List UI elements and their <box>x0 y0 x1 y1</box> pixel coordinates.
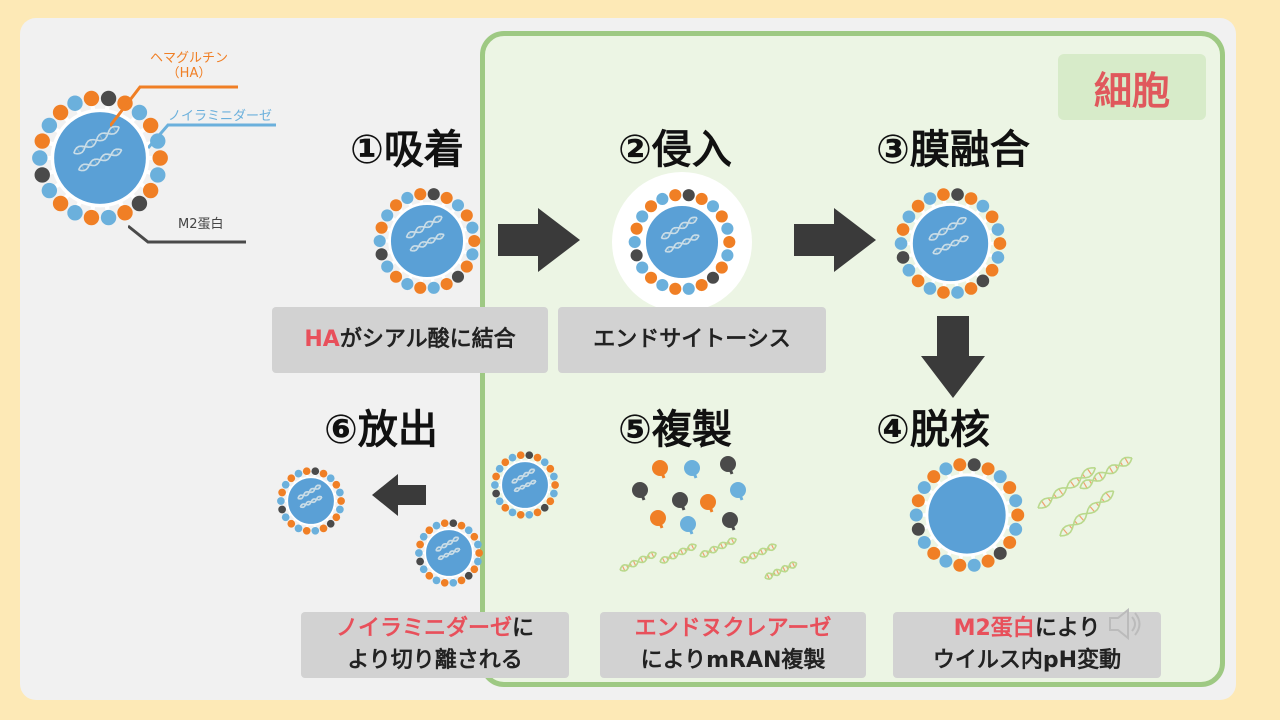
caption-uncoating: M2蛋白により ウイルス内pH変動 <box>893 612 1161 678</box>
step-1-title: ①吸着 <box>350 127 464 173</box>
legend-na-label: ノイラミニダーゼ <box>168 109 273 124</box>
step-5-title: ⑤複製 <box>618 407 732 453</box>
arrow-down-icon <box>921 316 985 398</box>
virus-icon <box>893 186 1008 301</box>
step-2-title: ②侵入 <box>618 127 732 173</box>
legend-na-pointer <box>148 123 276 149</box>
virus-icon <box>372 186 482 296</box>
speaker-icon[interactable] <box>1104 604 1144 644</box>
step-4-title: ④脱核 <box>876 407 990 453</box>
rna-strand-icon <box>1037 456 1133 537</box>
virus-icon <box>490 450 560 520</box>
caption-replication: エンドヌクレアーゼ によりmRAN複製 <box>600 612 866 678</box>
virus-icon <box>414 518 484 588</box>
arrow-right-icon <box>794 208 876 272</box>
virus-icon <box>276 466 346 536</box>
caption-release: ノイラミニダーゼに より切り離される <box>301 612 569 678</box>
virus-icon <box>627 187 737 297</box>
legend-m2-pointer <box>128 224 246 244</box>
legend-m2-label: M2蛋白 <box>178 217 224 232</box>
legend-ha-pointer <box>110 85 238 127</box>
arrow-left-icon <box>372 474 426 516</box>
legend-virus-icon <box>30 88 170 228</box>
caption-attachment: HAがシアル酸に結合 <box>272 307 548 373</box>
legend-ha-label: ヘマグルチン（HA） <box>150 51 229 81</box>
caption-entry: エンドサイトーシス <box>558 307 826 373</box>
step-3-title: ③膜融合 <box>876 127 1030 173</box>
cell-label: 細胞 <box>1058 54 1206 120</box>
uncoated-virus-icon <box>908 456 1026 574</box>
arrow-right-icon <box>498 208 580 272</box>
step-6-title: ⑥放出 <box>324 407 438 453</box>
replication-components <box>619 456 798 580</box>
